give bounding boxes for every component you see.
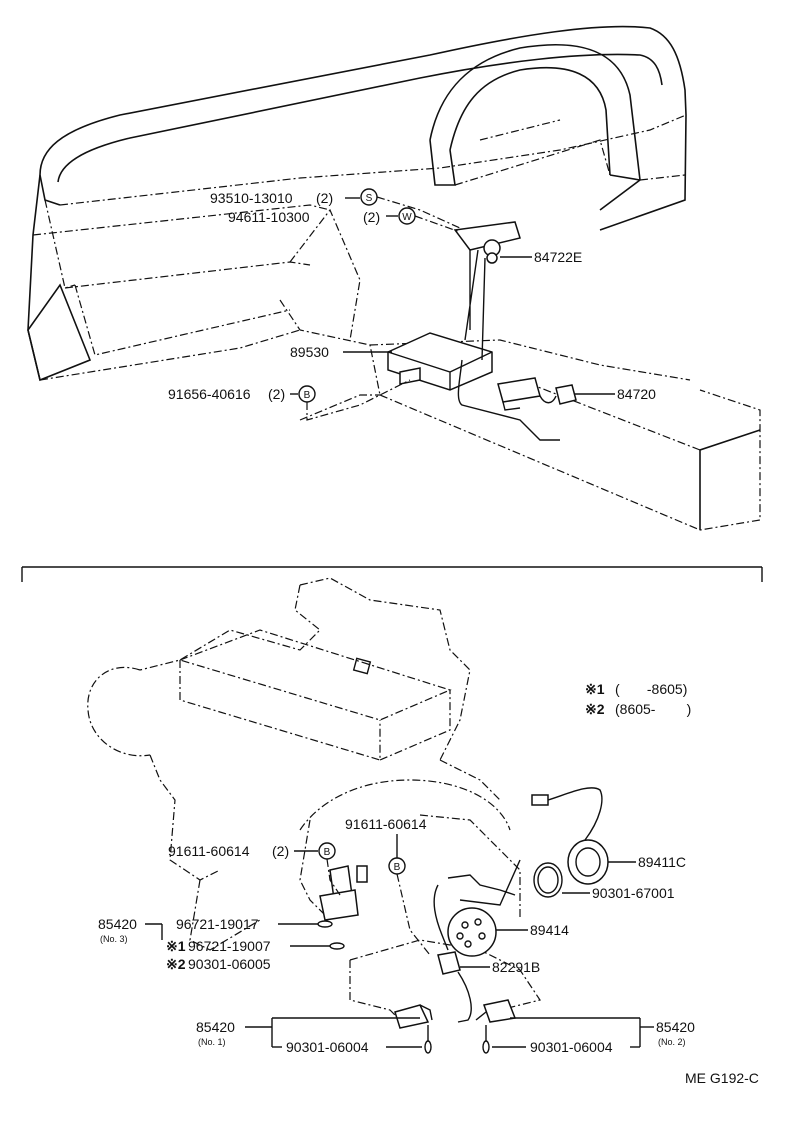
callout-94611-10300: 94611-10300 (2) W: [228, 207, 461, 233]
dashboard-illustration: [27, 25, 761, 531]
part-85420-no1-label: 85420: [196, 1019, 235, 1035]
note-mark-2: ※2: [166, 956, 186, 972]
o-ring-90301-67001-part: [533, 862, 563, 898]
notes-legend: ※1 ( -8605) ※2 (8605- ): [585, 681, 691, 717]
section-divider: [21, 566, 763, 582]
part-93510-13010-label: 93510-13010: [210, 190, 293, 206]
part-96721-19007-label: 96721-19007: [188, 938, 271, 954]
note-mark-1: ※1: [166, 938, 186, 954]
switch-84722e-part: [453, 221, 521, 361]
note-1-mark: ※1: [585, 681, 605, 697]
callout-89411c: 89411C: [608, 854, 686, 870]
callout-84720: 84720: [575, 386, 656, 402]
note-2-mark: ※2: [585, 701, 605, 717]
sensor-82291b-part: [437, 951, 472, 1023]
part-90301-06004-b-label: 90301-06004: [530, 1039, 613, 1055]
part-96721-19017-label: 96721-19017: [176, 916, 259, 932]
code-b-badge: B: [304, 390, 311, 401]
part-89530-label: 89530: [290, 344, 329, 360]
switch-84720-part: [457, 359, 577, 441]
injector-85420-no1-part: [394, 1004, 433, 1029]
callout-84722e: 84722E: [500, 249, 582, 265]
callout-91611-60614-2: 91611-60614 (2) B: [168, 842, 341, 896]
part-89411c-label: 89411C: [638, 854, 686, 870]
part-94611-10300-qty: (2): [363, 209, 380, 225]
figure-code: ME G192-C: [685, 1070, 759, 1086]
callout-89530: 89530: [290, 344, 392, 360]
sensor-89411c-part: [531, 787, 609, 885]
callout-85420-no1: 85420 (No. 1) 90301-06004: [196, 1017, 432, 1055]
callout-91656-40616: 91656-40616 (2) B: [168, 379, 411, 421]
distributor-89414-part: [433, 859, 521, 957]
part-85420-no3-sub: (No. 3): [100, 934, 128, 944]
part-94611-10300-label: 94611-10300: [228, 209, 310, 225]
callout-85420-no3: 85420 (No. 3) 96721-19017 ※1 96721-19007…: [98, 916, 345, 972]
callout-91611-60614: 91611-60614 B: [345, 816, 431, 956]
callout-85420-no2: 85420 (No. 2) 90301-06004: [482, 1017, 695, 1055]
code-b-badge-3: B: [394, 862, 401, 873]
part-90301-06004-a-label: 90301-06004: [286, 1039, 369, 1055]
callout-90301-67001: 90301-67001: [562, 885, 675, 901]
part-93510-13010-qty: (2): [316, 190, 333, 206]
part-91611-60614-b-label: 91611-60614: [345, 816, 427, 832]
part-85420-no1-sub: (No. 1): [198, 1037, 226, 1047]
code-w-badge: W: [402, 212, 412, 223]
part-91656-40616-qty: (2): [268, 386, 285, 402]
injector-85420-no3-part: [319, 865, 368, 921]
part-84720-label: 84720: [617, 386, 656, 402]
part-91656-40616-label: 91656-40616: [168, 386, 251, 402]
code-b-badge-2: B: [324, 847, 331, 858]
part-85420-no2-label: 85420: [656, 1019, 695, 1035]
callout-89414: 89414: [496, 922, 569, 938]
callout-93510-13010: 93510-13010 (2) S: [210, 188, 461, 229]
control-module-89530-part: [387, 332, 493, 391]
part-90301-67001-label: 90301-67001: [592, 885, 675, 901]
part-90301-06005-label: 90301-06005: [188, 956, 271, 972]
code-s-badge: S: [366, 193, 373, 204]
part-85420-no3-label: 85420: [98, 916, 137, 932]
engine-illustration: [87, 577, 541, 1021]
part-85420-no2-sub: (No. 2): [658, 1037, 686, 1047]
note-1-range: ( -8605): [615, 681, 687, 697]
part-82291b-label: 82291B: [492, 959, 540, 975]
injector-85420-no2-part: [475, 999, 517, 1023]
part-84722e-label: 84722E: [534, 249, 582, 265]
part-91611-60614-a-qty: (2): [272, 843, 289, 859]
note-2-range: (8605- ): [615, 701, 691, 717]
part-89414-label: 89414: [530, 922, 569, 938]
part-91611-60614-a-label: 91611-60614: [168, 843, 250, 859]
callout-82291b: 82291B: [460, 959, 540, 975]
